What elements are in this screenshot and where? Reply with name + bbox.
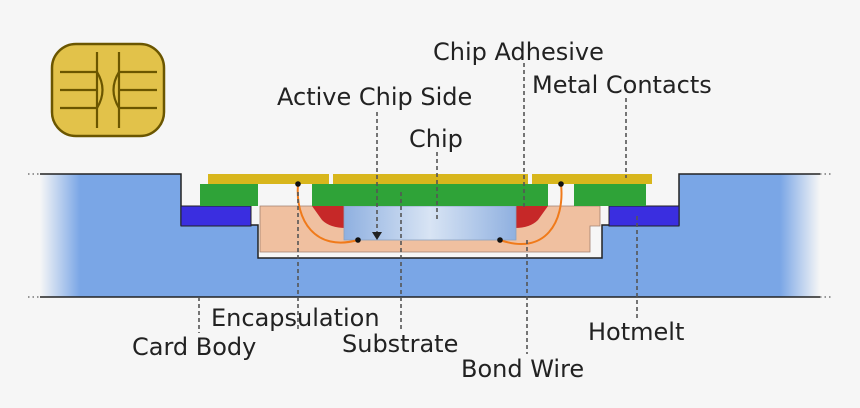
metal-contact-center <box>333 174 528 184</box>
leader-lines <box>198 63 638 354</box>
chip <box>343 205 517 241</box>
chip-adhesive-right <box>515 206 548 228</box>
label-active-chip-side: Active Chip Side <box>277 83 472 111</box>
substrate-right <box>574 184 646 206</box>
bond-wires <box>295 181 564 246</box>
hotmelt-right <box>608 205 680 227</box>
smart-card-chip-icon <box>50 42 166 138</box>
substrate-left <box>200 184 258 206</box>
hotmelt-left <box>180 205 252 227</box>
card-body <box>28 173 832 298</box>
label-encapsulation: Encapsulation <box>211 304 380 332</box>
metal-contact-right <box>532 174 652 184</box>
label-chip: Chip <box>409 125 463 153</box>
label-chip-adhesive: Chip Adhesive <box>433 38 604 66</box>
metal-contact-left <box>208 174 329 184</box>
label-metal-contacts: Metal Contacts <box>532 71 712 99</box>
label-card-body: Card Body <box>132 333 256 361</box>
chip-adhesive-left <box>312 206 346 228</box>
label-hotmelt: Hotmelt <box>588 318 684 346</box>
label-substrate: Substrate <box>342 330 458 358</box>
label-bond-wire: Bond Wire <box>461 355 584 383</box>
substrate-center <box>312 184 548 206</box>
